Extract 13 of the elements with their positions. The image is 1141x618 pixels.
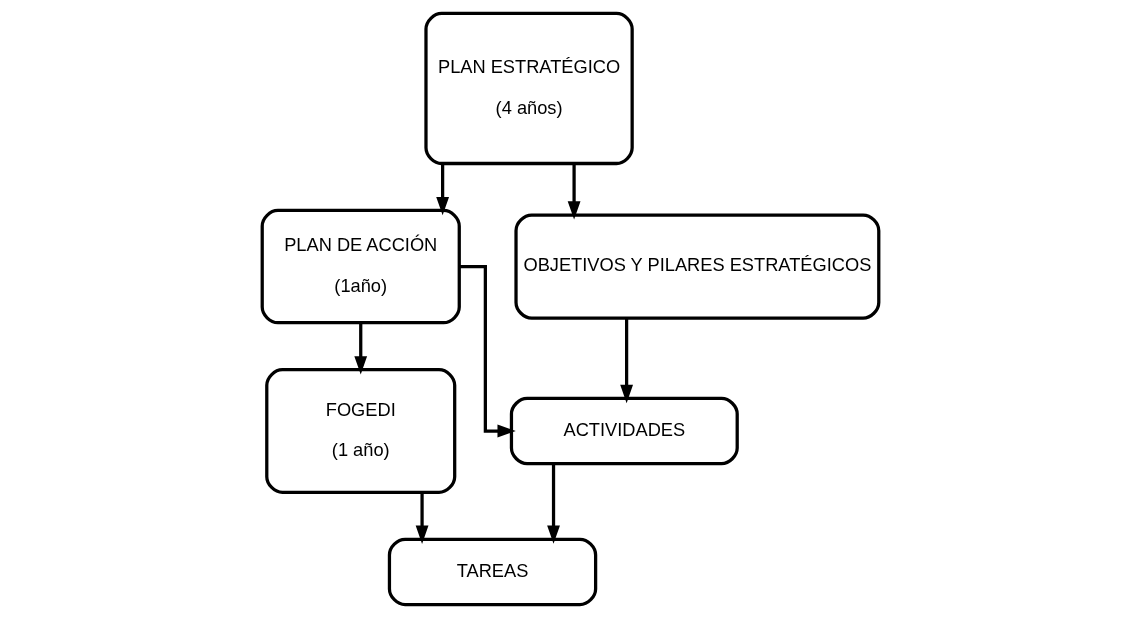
node-box: OBJETIVOS Y PILARES ESTRATÉGICOS <box>514 213 881 320</box>
node-box: ACTIVIDADES <box>509 396 739 466</box>
arrow <box>459 264 516 438</box>
node-box: PLAN DE ACCIÓN (1año) <box>260 208 461 325</box>
arrow <box>354 322 368 375</box>
arrow <box>567 164 581 220</box>
arrow <box>436 164 450 216</box>
node-box: FOGEDI (1 año) <box>265 368 457 494</box>
arrow <box>415 492 429 544</box>
node-box: PLAN ESTRATÉGICO (4 años) <box>424 11 634 166</box>
arrow <box>547 463 560 544</box>
arrow <box>620 318 633 404</box>
node-box: TAREAS <box>387 537 598 607</box>
